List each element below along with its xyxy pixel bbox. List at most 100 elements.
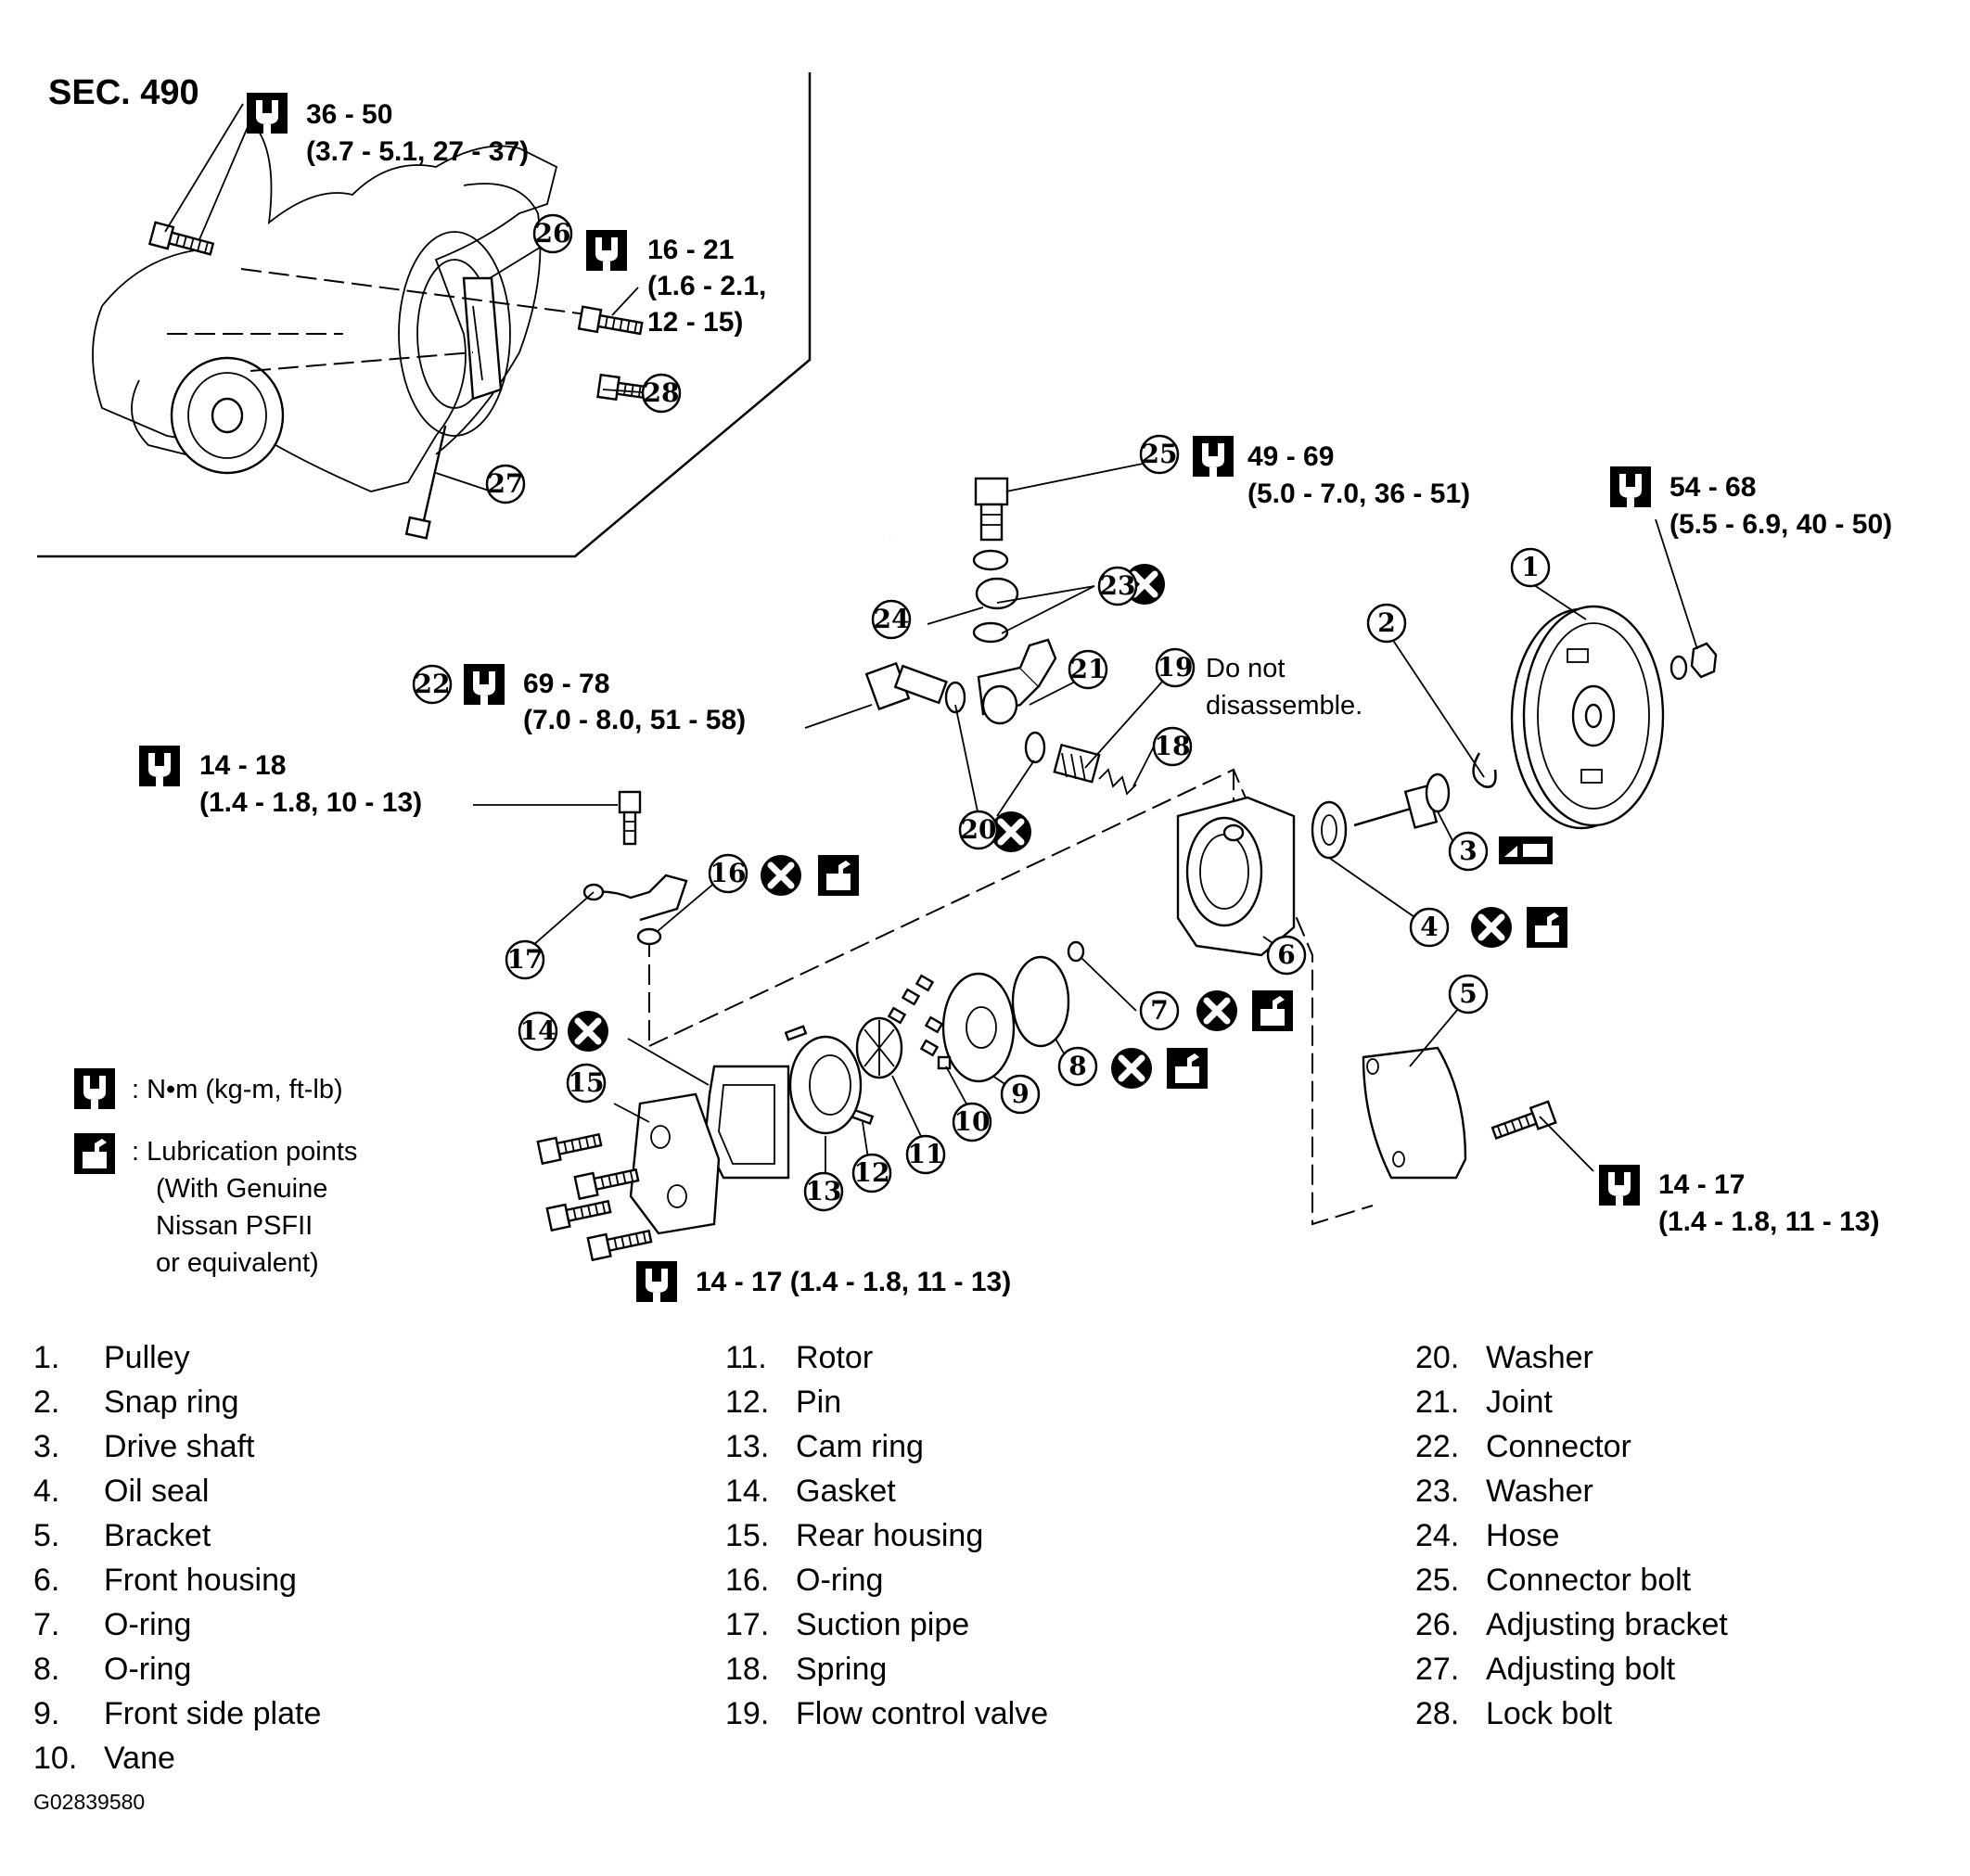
svg-text:3: 3 (1459, 836, 1477, 866)
part-name: Front side plate (104, 1696, 322, 1731)
parts-list-item: 11.Rotor (725, 1339, 873, 1376)
parts-list-item: 1. Pulley (33, 1339, 190, 1376)
vanes-10 (887, 974, 952, 1070)
torque-wrench-icon (1610, 466, 1651, 507)
torque-wrench-icon (464, 664, 505, 705)
part-name: Spring (796, 1652, 888, 1687)
legend-lube-text: or equivalent) (156, 1248, 319, 1278)
svg-text:17: 17 (507, 944, 544, 975)
svg-text:20: 20 (961, 814, 997, 845)
part-number: 1. (33, 1340, 60, 1375)
svg-text:16: 16 (710, 858, 747, 888)
replace-part-icon (1196, 990, 1237, 1031)
callout-26: 26 (532, 213, 573, 254)
parts-list-item: 17.Suction pipe (725, 1606, 969, 1643)
torque-wrench-icon (247, 93, 288, 134)
parts-list-item: 26.Adjusting bracket (1415, 1606, 1728, 1643)
part-name: Cam ring (796, 1429, 924, 1464)
part-number: 2. (33, 1385, 60, 1420)
torque-spec-6: 14 - 18 (199, 750, 286, 781)
part-number: 19. (725, 1696, 770, 1731)
rear-housing-bolt-icon (586, 1224, 654, 1261)
part-name: Hose (1486, 1518, 1560, 1553)
part-name: Connector (1486, 1429, 1631, 1464)
legend-torque-icon (74, 1068, 115, 1109)
connector-bolt-25 (974, 477, 1009, 542)
part-name: Flow control valve (796, 1696, 1049, 1731)
part-name: Joint (1486, 1385, 1553, 1420)
marking-icon (1499, 836, 1553, 864)
callout-10: 10 (952, 1102, 992, 1142)
svg-text:23: 23 (1100, 570, 1136, 601)
callout-28: 28 (641, 373, 682, 414)
part-number: 3. (33, 1429, 60, 1464)
part-name: Rotor (796, 1340, 874, 1375)
parts-list-item: 21.Joint (1415, 1384, 1553, 1421)
replace-part-icon (568, 1011, 608, 1052)
callout-16: 16 (708, 853, 748, 894)
part-number: 13. (725, 1429, 770, 1464)
part-number: 14. (725, 1474, 770, 1509)
callout-8: 8 (1057, 1046, 1098, 1087)
part-number: 24. (1415, 1518, 1460, 1553)
torque-spec-5-detail: (7.0 - 8.0, 51 - 58) (523, 705, 746, 735)
callout-22: 22 (412, 664, 453, 705)
svg-text:18: 18 (1155, 731, 1191, 761)
svg-text:27: 27 (488, 468, 524, 499)
parts-list-item: 4.Oil seal (33, 1473, 209, 1510)
torque-spec-6-detail: (1.4 - 1.8, 10 - 13) (199, 787, 422, 818)
part-name: Rear housing (796, 1518, 984, 1553)
parts-list-item: 22. Connector (1415, 1428, 1631, 1465)
torque-wrench-icon (1193, 436, 1234, 477)
part-number: 16. (725, 1563, 770, 1598)
part-number: 5. (33, 1518, 60, 1553)
part-number: 22. (1415, 1429, 1460, 1464)
svg-text:10: 10 (954, 1106, 991, 1137)
part-number: 27. (1415, 1652, 1460, 1687)
parts-list-item: 13. Cam ring (725, 1428, 924, 1465)
part-name: Pin (796, 1385, 842, 1420)
torque-spec-5: 69 - 78 (523, 669, 609, 699)
torque-spec-3: 49 - 69 (1247, 441, 1334, 472)
exploded-diagram: SEC. 490 36 - 50 (3.7 - 5.1, 27 - 3 (37, 72, 1892, 1302)
part-name: Lock bolt (1486, 1696, 1613, 1731)
torque-spec-1: 36 - 50 (306, 99, 392, 130)
parts-list-item: 25.Connector bolt (1415, 1562, 1691, 1599)
part-number: 26. (1415, 1607, 1460, 1642)
parts-list-item: 9. Front side plate (33, 1695, 321, 1732)
svg-text:9: 9 (1011, 1078, 1029, 1109)
svg-text:8: 8 (1068, 1051, 1086, 1081)
callout-23: 23 (1097, 566, 1138, 606)
part-name: Pulley (104, 1340, 190, 1375)
svg-text:19: 19 (1158, 652, 1194, 683)
parts-list-item: 3.Drive shaft (33, 1428, 255, 1465)
part-name: Gasket (796, 1474, 896, 1509)
torque-spec-8: 14 - 17 (1.4 - 1.8, 11 - 13) (696, 1267, 1011, 1297)
legend-lube-icon (74, 1133, 115, 1174)
svg-text:2: 2 (1377, 607, 1395, 638)
part-number: 15. (725, 1518, 770, 1553)
callout-5: 5 (1448, 974, 1489, 1015)
inset-panel: SEC. 490 36 - 50 (3.7 - 5.1, 27 - 3 (37, 72, 812, 558)
svg-text:1: 1 (1521, 552, 1539, 582)
parts-list-item: 12.Pin (725, 1384, 841, 1421)
lube-point-icon (1527, 907, 1567, 948)
torque-spec-7: 14 - 17 (1658, 1169, 1745, 1200)
callout-13: 13 (803, 1171, 844, 1212)
parts-list-item: 7.O-ring (33, 1606, 191, 1643)
callout-2: 2 (1366, 603, 1407, 644)
legend-lube-text: : Lubrication points (132, 1137, 357, 1167)
part-number: 9. (33, 1696, 60, 1731)
part-name: Bracket (104, 1518, 211, 1553)
callout-4: 4 (1409, 907, 1450, 948)
legend-torque-text: : N•m (kg-m, ft-lb) (132, 1075, 343, 1104)
part-number: 25. (1415, 1563, 1460, 1598)
part-number: 4. (33, 1474, 60, 1509)
part-name: Suction pipe (796, 1607, 970, 1642)
parts-list-item: 15. Rear housing (725, 1517, 983, 1554)
part-number: 18. (725, 1652, 770, 1687)
part-number: 23. (1415, 1474, 1460, 1509)
part-number: 10. (33, 1741, 78, 1776)
parts-list-item: 20.Washer (1415, 1339, 1593, 1376)
bolt-inset-26-icon (577, 305, 645, 341)
